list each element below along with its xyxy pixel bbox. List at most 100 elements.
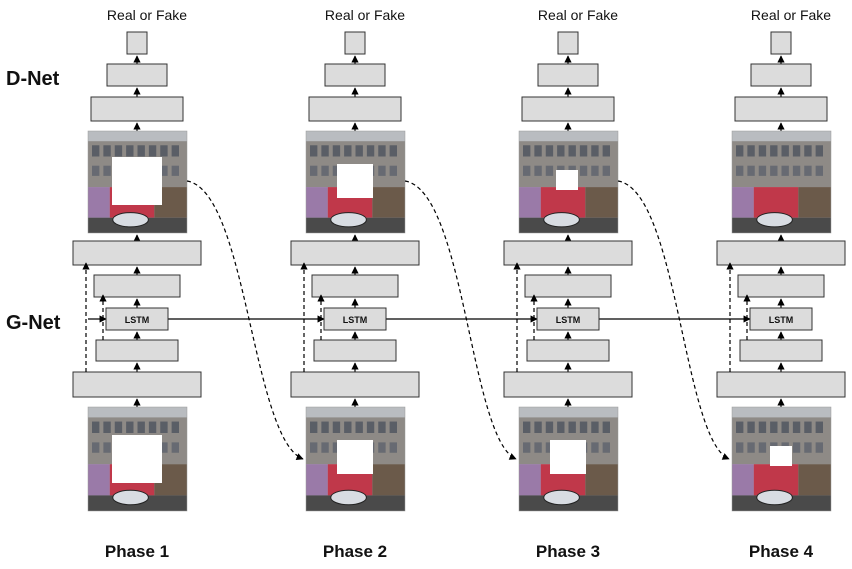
photo-window bbox=[747, 421, 755, 433]
photo-window bbox=[92, 145, 100, 157]
g-net-decoder-layer-2 bbox=[503, 240, 633, 266]
phase-label: Phase 3 bbox=[536, 542, 600, 561]
photo-border bbox=[731, 130, 832, 234]
photo-window bbox=[355, 145, 363, 157]
photo-window bbox=[545, 145, 554, 157]
photo-window bbox=[736, 421, 744, 433]
photo-border bbox=[87, 130, 188, 234]
photo-window bbox=[804, 421, 812, 433]
photo-window bbox=[602, 442, 610, 453]
photo-window bbox=[770, 421, 778, 433]
photo-window bbox=[160, 442, 168, 453]
lstm-label: LSTM bbox=[125, 315, 150, 325]
photo-window bbox=[747, 165, 755, 176]
photo-car bbox=[330, 489, 367, 506]
photo-border bbox=[518, 130, 619, 234]
photo-window bbox=[126, 421, 134, 433]
photo-window bbox=[332, 421, 341, 433]
output-image bbox=[518, 130, 619, 234]
d-net-output-block bbox=[344, 31, 366, 55]
photo-shop bbox=[372, 187, 405, 218]
photo-window bbox=[160, 165, 168, 176]
missing-region bbox=[770, 446, 792, 466]
photo-window bbox=[758, 165, 767, 176]
photo-window bbox=[792, 421, 801, 433]
photo-window bbox=[579, 145, 588, 157]
photo-window bbox=[770, 145, 778, 157]
lstm-block bbox=[536, 307, 600, 331]
photo-border bbox=[305, 406, 406, 512]
d-net-layer-1 bbox=[521, 96, 615, 122]
g-net-decoder-layer-1 bbox=[524, 274, 612, 298]
photo-window bbox=[310, 442, 318, 453]
photo-window bbox=[758, 442, 767, 453]
missing-region bbox=[550, 440, 586, 474]
g-net-decoder-layer-1 bbox=[93, 274, 181, 298]
photo-window bbox=[389, 145, 397, 157]
real-or-fake-label: Real or Fake bbox=[325, 7, 405, 23]
photo-window bbox=[366, 145, 375, 157]
photo-window bbox=[171, 421, 179, 433]
photo-window bbox=[591, 442, 599, 453]
photo-shop bbox=[306, 464, 328, 496]
photo-window bbox=[747, 145, 755, 157]
photo-window bbox=[747, 442, 755, 453]
photo-window bbox=[344, 145, 352, 157]
photo-window bbox=[148, 145, 157, 157]
input-image bbox=[305, 406, 406, 512]
g-net-encoder-layer-1 bbox=[503, 371, 633, 398]
photo-window bbox=[770, 165, 778, 176]
photo-window bbox=[534, 421, 542, 433]
phase-transition-arrow bbox=[404, 180, 517, 460]
photo-window bbox=[92, 442, 100, 453]
photo-window bbox=[321, 421, 329, 433]
photo-window bbox=[332, 145, 341, 157]
photo-window bbox=[103, 442, 111, 453]
real-or-fake-label: Real or Fake bbox=[751, 7, 831, 23]
g-net-encoder-layer-2 bbox=[739, 339, 823, 362]
photo-window bbox=[591, 421, 599, 433]
photo-window bbox=[579, 421, 588, 433]
photo-window bbox=[736, 442, 744, 453]
photo-window bbox=[171, 165, 179, 176]
g-net-decoder-layer-1 bbox=[311, 274, 399, 298]
output-image bbox=[87, 130, 188, 234]
lstm-label: LSTM bbox=[343, 315, 368, 325]
photo-window bbox=[137, 145, 145, 157]
g-net-encoder-layer-1 bbox=[290, 371, 420, 398]
photo-window bbox=[389, 421, 397, 433]
photo-window bbox=[815, 421, 823, 433]
input-image bbox=[731, 406, 832, 512]
photo-window bbox=[389, 442, 397, 453]
photo-window bbox=[591, 145, 599, 157]
missing-region bbox=[556, 170, 578, 190]
photo-window bbox=[378, 145, 386, 157]
photo-shop bbox=[732, 464, 754, 496]
photo-window bbox=[792, 145, 801, 157]
photo-window bbox=[92, 165, 100, 176]
g-net-encoder-layer-2 bbox=[313, 339, 397, 362]
photo-shop bbox=[732, 187, 754, 218]
photo-window bbox=[148, 421, 157, 433]
g-net-encoder-layer-1 bbox=[72, 371, 202, 398]
photo-window bbox=[321, 442, 329, 453]
photo-car bbox=[112, 212, 149, 228]
photo-car bbox=[112, 489, 149, 506]
g-net-decoder-layer-2 bbox=[72, 240, 202, 266]
lstm-block bbox=[105, 307, 169, 331]
lstm-label: LSTM bbox=[769, 315, 794, 325]
photo-shop bbox=[372, 464, 405, 496]
g-net-decoder-layer-2 bbox=[716, 240, 846, 266]
photo-window bbox=[815, 442, 823, 453]
photo-window bbox=[137, 421, 145, 433]
photo-car bbox=[756, 489, 793, 506]
photo-border bbox=[731, 406, 832, 512]
photo-window bbox=[332, 442, 341, 453]
photo-window bbox=[310, 145, 318, 157]
g-net-label: G-Net bbox=[6, 312, 61, 334]
photo-window bbox=[126, 145, 134, 157]
photo-window bbox=[815, 165, 823, 176]
photo-window bbox=[792, 165, 801, 176]
